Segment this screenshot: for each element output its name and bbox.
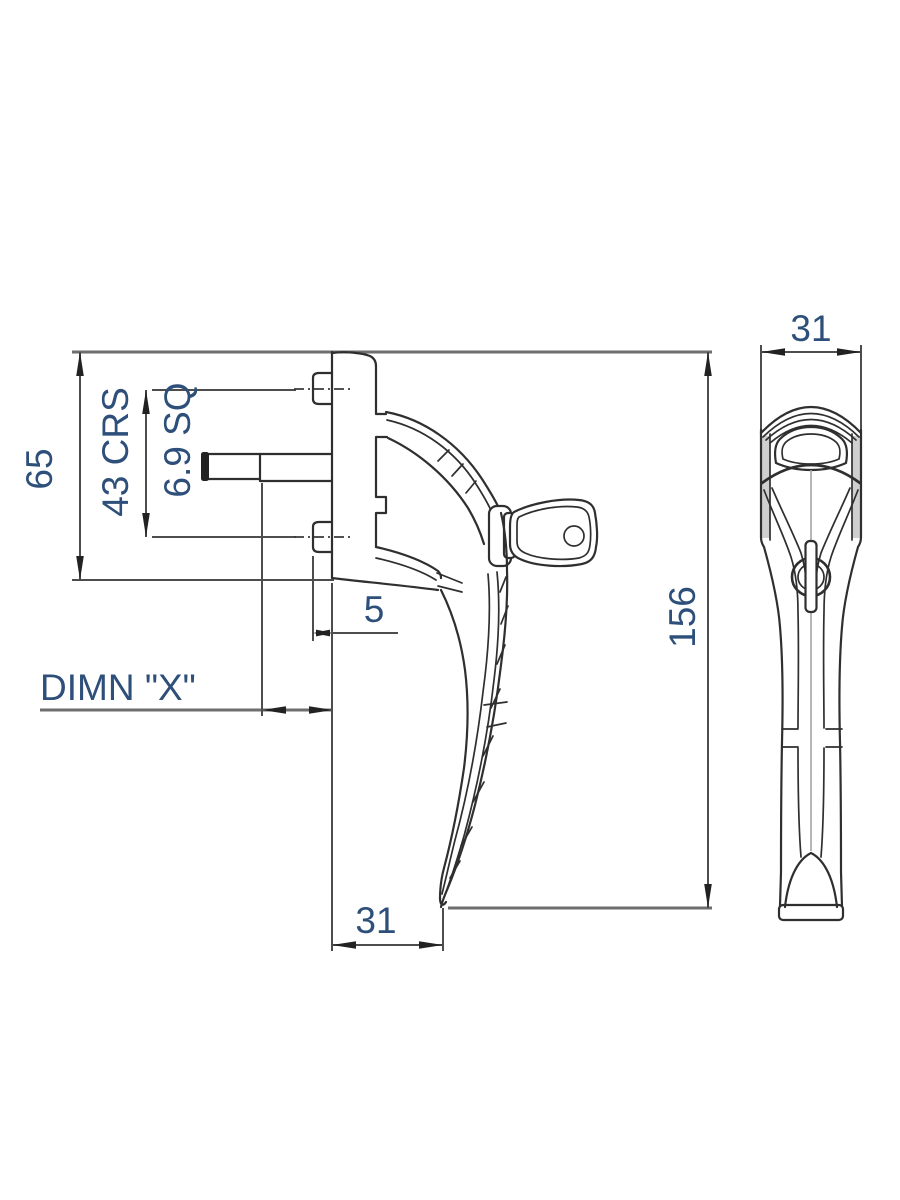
backplate-profile [330, 350, 443, 592]
key-hole [563, 525, 585, 547]
side-view [201, 350, 599, 909]
dimension-labels: 65 43 CRS 6.9 SQ DIMN "X" 5 31 156 31 [19, 308, 832, 941]
dim-label-dimn-x: DIMN "X" [40, 667, 196, 708]
dim-label-65: 65 [19, 448, 60, 489]
spindle-end-cap [201, 452, 209, 481]
handle-arm [384, 410, 503, 546]
dim-label-31-top: 31 [790, 308, 831, 349]
grip-shading-hatch [449, 576, 509, 879]
key-slot [804, 539, 818, 614]
front-view [759, 405, 863, 922]
screw-bosses [311, 371, 334, 554]
dim-label-156: 156 [662, 586, 703, 648]
spindle [201, 452, 334, 483]
dim-label-69sq: 6.9 SQ [157, 382, 198, 497]
dim-label-43crs: 43 CRS [95, 387, 136, 517]
key-icon [508, 498, 599, 568]
dim-label-5: 5 [364, 589, 385, 630]
grip-end-arch [783, 851, 839, 909]
dimension-lines [40, 345, 862, 951]
keyhole [790, 539, 832, 614]
handle-grip [436, 511, 509, 909]
front-lever [763, 470, 859, 922]
dim-label-31-bottom: 31 [355, 900, 396, 941]
lever-base [777, 903, 845, 922]
front-head [759, 405, 863, 908]
